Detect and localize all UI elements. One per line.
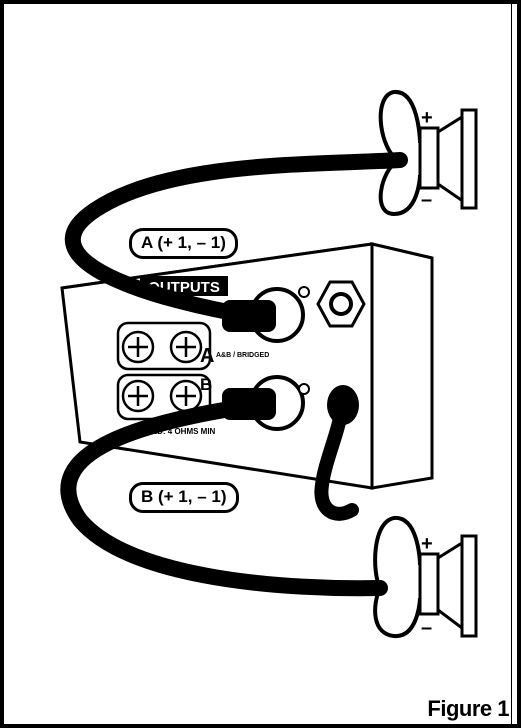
cable-b: [60, 396, 388, 597]
speaker-b-plus: +: [421, 533, 433, 555]
figure-caption: Figure 1: [427, 696, 509, 721]
cable-a: [64, 152, 408, 326]
speaker-a: + –: [378, 90, 478, 217]
plug-b: [222, 388, 276, 420]
speaker-a-plus: +: [421, 107, 433, 129]
channel-a-text: A: [200, 345, 214, 367]
power-cord: [314, 398, 359, 521]
binding-posts: [116, 321, 212, 421]
speaker-a-minus: –: [421, 189, 432, 211]
speaker-b-minus: –: [421, 617, 432, 639]
cable-b-label: B (+ 1, – 1): [129, 482, 239, 513]
right-edge-strip: [511, 4, 517, 724]
channel-b-text: B: [200, 375, 212, 394]
cable-a-label: A (+ 1, – 1): [129, 228, 238, 259]
bridged-note-text: BRIDGED: 4 OHMS MIN: [126, 427, 216, 436]
channel-a-sub-text: A&B / BRIDGED: [216, 352, 269, 359]
plug-a: [222, 300, 276, 332]
speaker-b: + –: [373, 516, 478, 639]
